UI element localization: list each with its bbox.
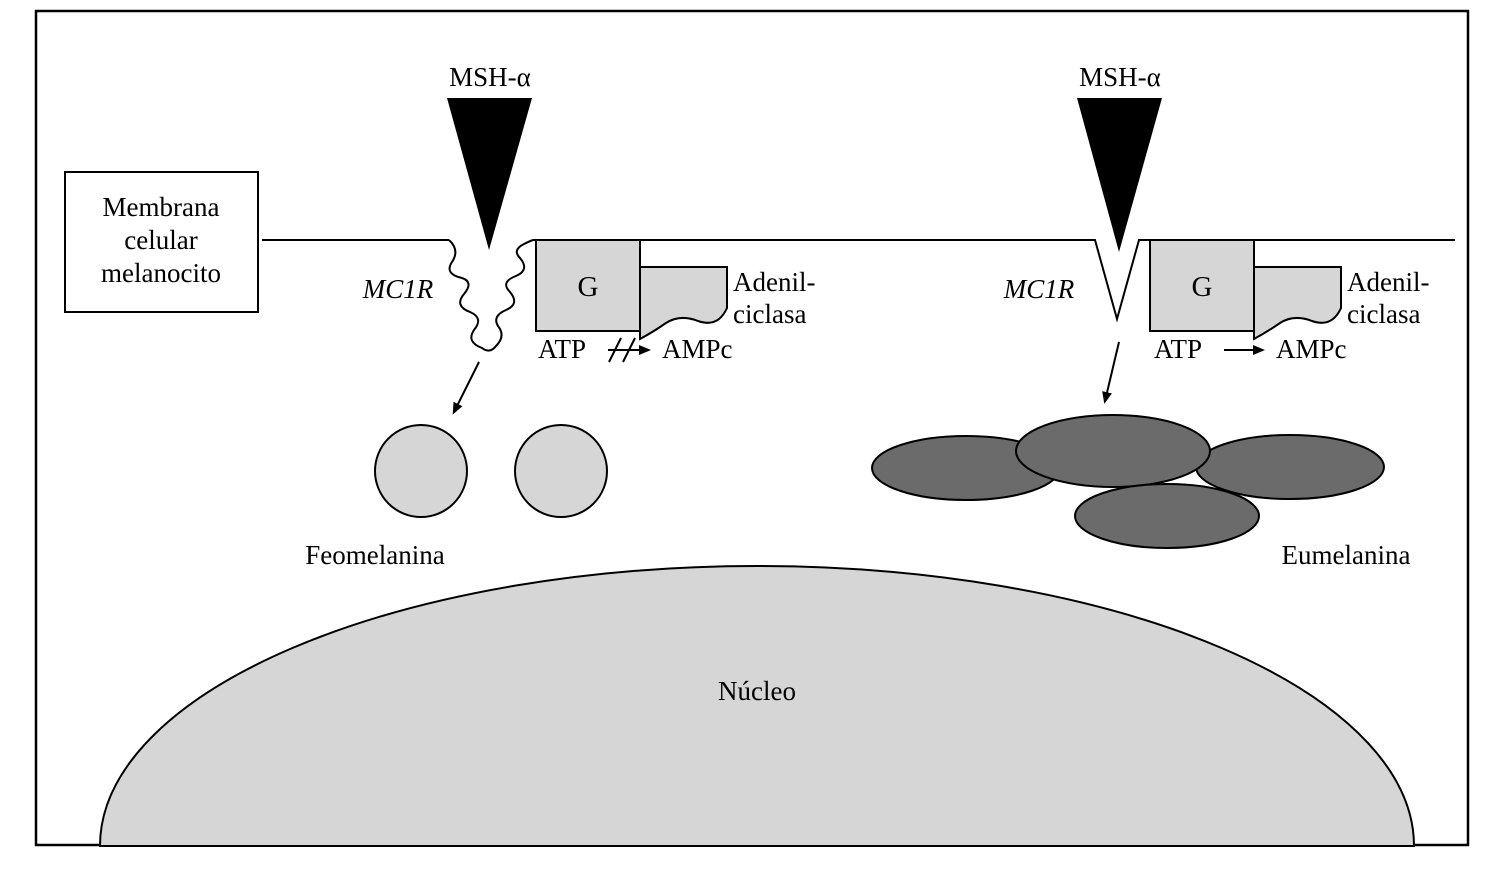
membrane-label-line1: Membrana: [103, 192, 220, 222]
g-protein-label-left: G: [578, 271, 599, 303]
membrane-label-box: Membrana celular melanocito: [64, 171, 259, 313]
msh-alpha-label-right: MSH-α: [1079, 62, 1161, 92]
ampc-label-right: AMPc: [1276, 334, 1347, 364]
blocked-arrow-icon: [608, 337, 651, 363]
adenylyl-cyclase-shape-left: [639, 266, 728, 341]
mc1r-receptor-left-variant: [448, 239, 534, 352]
mc1r-label-left: MC1R: [362, 274, 434, 304]
adenylyl-cyclase-label-left-line2: ciclasa: [733, 299, 806, 329]
msh-alpha-ligand-right: [1077, 98, 1162, 252]
adenylyl-cyclase-label-left-line1: Adenil-: [733, 267, 815, 297]
adenylyl-cyclase-shape-right: [1253, 266, 1342, 341]
atp-label-right: ATP: [1154, 334, 1202, 364]
adenylyl-cyclase-label-right-line2: ciclasa: [1347, 299, 1420, 329]
msh-alpha-ligand-left: [447, 98, 532, 250]
pheomelanin-granule: [374, 424, 468, 518]
g-protein-label-right: G: [1192, 271, 1213, 303]
mc1r-label-right: MC1R: [1003, 274, 1075, 304]
eumelanin-granule: [1015, 414, 1211, 488]
pheomelanin-granule: [514, 424, 608, 518]
pheomelanin-label: Feomelanina: [305, 540, 444, 570]
g-protein-box-left: [535, 239, 641, 332]
eumelanin-label: Eumelanina: [1282, 540, 1411, 570]
pathway-arrow-left-icon: [452, 361, 480, 415]
atp-reaction-left: ATP AMPc: [538, 334, 733, 364]
nucleus-label: Núcleo: [718, 676, 796, 706]
eumelanin-granule: [1195, 434, 1385, 500]
atp-reaction-right: ATP AMPc: [1154, 334, 1347, 364]
ampc-label-left: AMPc: [662, 334, 733, 364]
adenylyl-cyclase-label-right-line1: Adenil-: [1347, 267, 1429, 297]
membrane-label-line3: melanocito: [101, 258, 221, 288]
g-protein-box-right: [1149, 239, 1255, 332]
pathway-arrow-right-icon: [1102, 341, 1120, 404]
eumelanin-granule: [1074, 483, 1260, 549]
msh-alpha-label-left: MSH-α: [449, 62, 531, 92]
membrane-label-line2: celular: [124, 225, 197, 255]
atp-label-left: ATP: [538, 334, 586, 364]
nucleus: [98, 565, 1416, 847]
membrane-label-box-outline: [64, 171, 259, 313]
